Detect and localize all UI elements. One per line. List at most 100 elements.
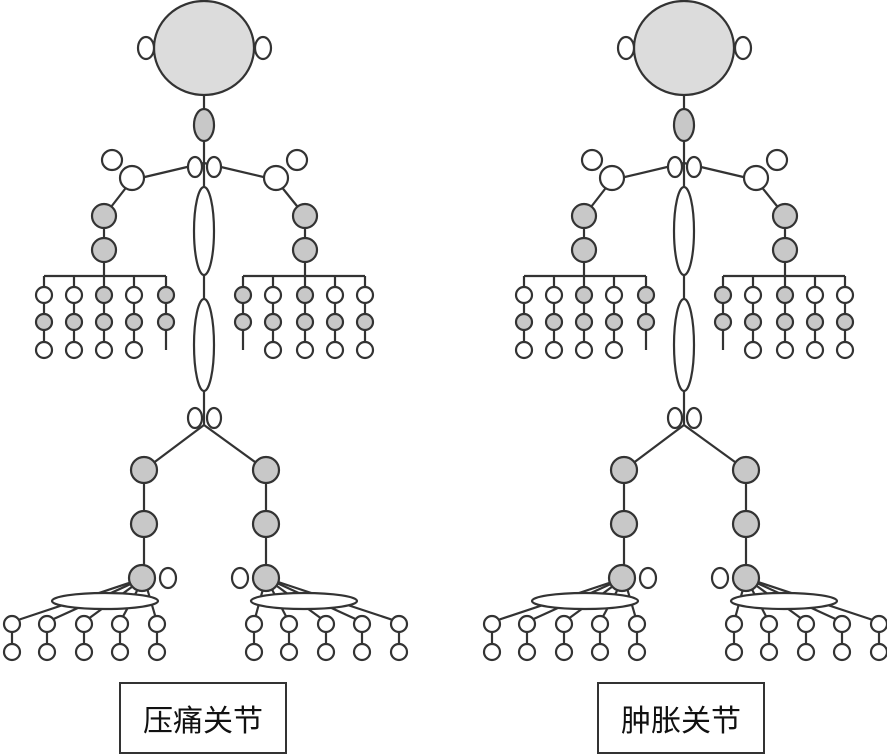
right-toe-joint <box>244 642 264 662</box>
left-toe-joint <box>37 642 57 662</box>
left-toe-joint <box>554 642 574 662</box>
left-toe-joint <box>2 642 22 662</box>
right-elbow-joint <box>771 202 799 230</box>
left-hand-joint <box>574 312 594 332</box>
left-toe-joint <box>74 614 94 634</box>
right-hip-joint <box>685 406 703 430</box>
right-hand-joint <box>325 285 345 305</box>
right-elbow-joint <box>291 202 319 230</box>
right-hand-joint <box>295 312 315 332</box>
right-toe-joint <box>724 642 744 662</box>
right-hip-ball-joint <box>731 455 761 485</box>
left-wrist-joint <box>90 236 118 264</box>
neck-joint <box>672 107 696 143</box>
thoracic-spine <box>672 185 696 277</box>
right-hand-joint <box>835 340 855 360</box>
left-hand-joint <box>64 285 84 305</box>
right-hand-joint <box>805 340 825 360</box>
left-toe-joint <box>74 642 94 662</box>
right-hand-joint <box>355 340 375 360</box>
caption-tender-joints-text: 压痛关节 <box>143 704 263 739</box>
left-hand-joint <box>514 312 534 332</box>
left-elbow-joint <box>90 202 118 230</box>
left-hand-joint <box>124 285 144 305</box>
lumbar-spine <box>672 297 696 393</box>
left-hand-joint <box>574 285 594 305</box>
left-toe-joint <box>37 614 57 634</box>
left-toe-joint <box>627 642 647 662</box>
figure-tender-joints <box>2 0 409 662</box>
right-wrist-joint <box>771 236 799 264</box>
left-hand-joint <box>604 312 624 332</box>
right-hand-joint <box>295 340 315 360</box>
right-sternoclavicular-joint <box>205 155 223 179</box>
right-hand-joint <box>233 312 253 332</box>
right-hand-joint <box>835 285 855 305</box>
right-toe-joint <box>279 642 299 662</box>
caption-tender-joints: 压痛关节 <box>119 682 287 754</box>
left-hand-joint <box>636 285 656 305</box>
left-hand-joint <box>544 340 564 360</box>
right-shoulder-joint <box>262 164 290 192</box>
right-toe-joint <box>796 642 816 662</box>
left-hip-joint <box>666 406 684 430</box>
left-hand-joint <box>514 285 534 305</box>
thoracic-spine <box>192 185 216 277</box>
left-ear-joint <box>136 35 156 61</box>
right-toe-joint <box>724 614 744 634</box>
right-hand-joint <box>355 312 375 332</box>
figure-swollen-joints <box>482 0 887 662</box>
right-ankle-joint <box>731 563 761 593</box>
right-hand-joint <box>263 312 283 332</box>
left-hand-joint <box>34 340 54 360</box>
left-hand-joint <box>34 312 54 332</box>
left-toe-joint <box>627 614 647 634</box>
left-knee-joint <box>129 509 159 539</box>
right-ear-joint <box>733 35 753 61</box>
right-hand-joint <box>835 312 855 332</box>
left-shoulder-joint <box>598 164 626 192</box>
right-toe-joint <box>796 614 816 634</box>
right-midfoot-joint <box>729 591 839 611</box>
right-hand-joint <box>775 340 795 360</box>
left-ear-joint <box>616 35 636 61</box>
left-toe-joint <box>517 642 537 662</box>
right-toe-joint <box>352 614 372 634</box>
left-hand-joint <box>156 285 176 305</box>
left-hand-joint <box>94 312 114 332</box>
right-hand-joint <box>713 312 733 332</box>
left-acromioclavicular-joint <box>580 148 604 172</box>
right-subtalar-joint <box>230 566 250 590</box>
right-hand-joint <box>743 340 763 360</box>
neck-joint <box>192 107 216 143</box>
right-hand-joint <box>775 312 795 332</box>
left-midfoot-joint <box>50 591 160 611</box>
right-toe-joint <box>316 642 336 662</box>
right-hand-joint <box>263 340 283 360</box>
left-toe-joint <box>147 614 167 634</box>
left-toe-joint <box>590 614 610 634</box>
right-toe-joint <box>244 614 264 634</box>
left-toe-joint <box>517 614 537 634</box>
left-hand-joint <box>64 340 84 360</box>
right-toe-joint <box>832 642 852 662</box>
left-hand-joint <box>574 340 594 360</box>
left-knee-joint <box>609 509 639 539</box>
right-toe-joint <box>316 614 336 634</box>
right-toe-joint <box>352 642 372 662</box>
left-ankle-joint <box>127 563 157 593</box>
caption-swollen-joints-text: 肿胀关节 <box>621 704 741 739</box>
right-knee-joint <box>731 509 761 539</box>
left-sternoclavicular-joint <box>186 155 204 179</box>
left-shoulder-joint <box>118 164 146 192</box>
right-hand-joint <box>805 312 825 332</box>
right-hand-joint <box>263 285 283 305</box>
right-toe-joint <box>389 642 409 662</box>
left-sternoclavicular-joint <box>666 155 684 179</box>
left-hand-joint <box>604 285 624 305</box>
right-toe-joint <box>279 614 299 634</box>
right-midfoot-joint <box>249 591 359 611</box>
left-hand-joint <box>34 285 54 305</box>
left-hand-joint <box>514 340 534 360</box>
